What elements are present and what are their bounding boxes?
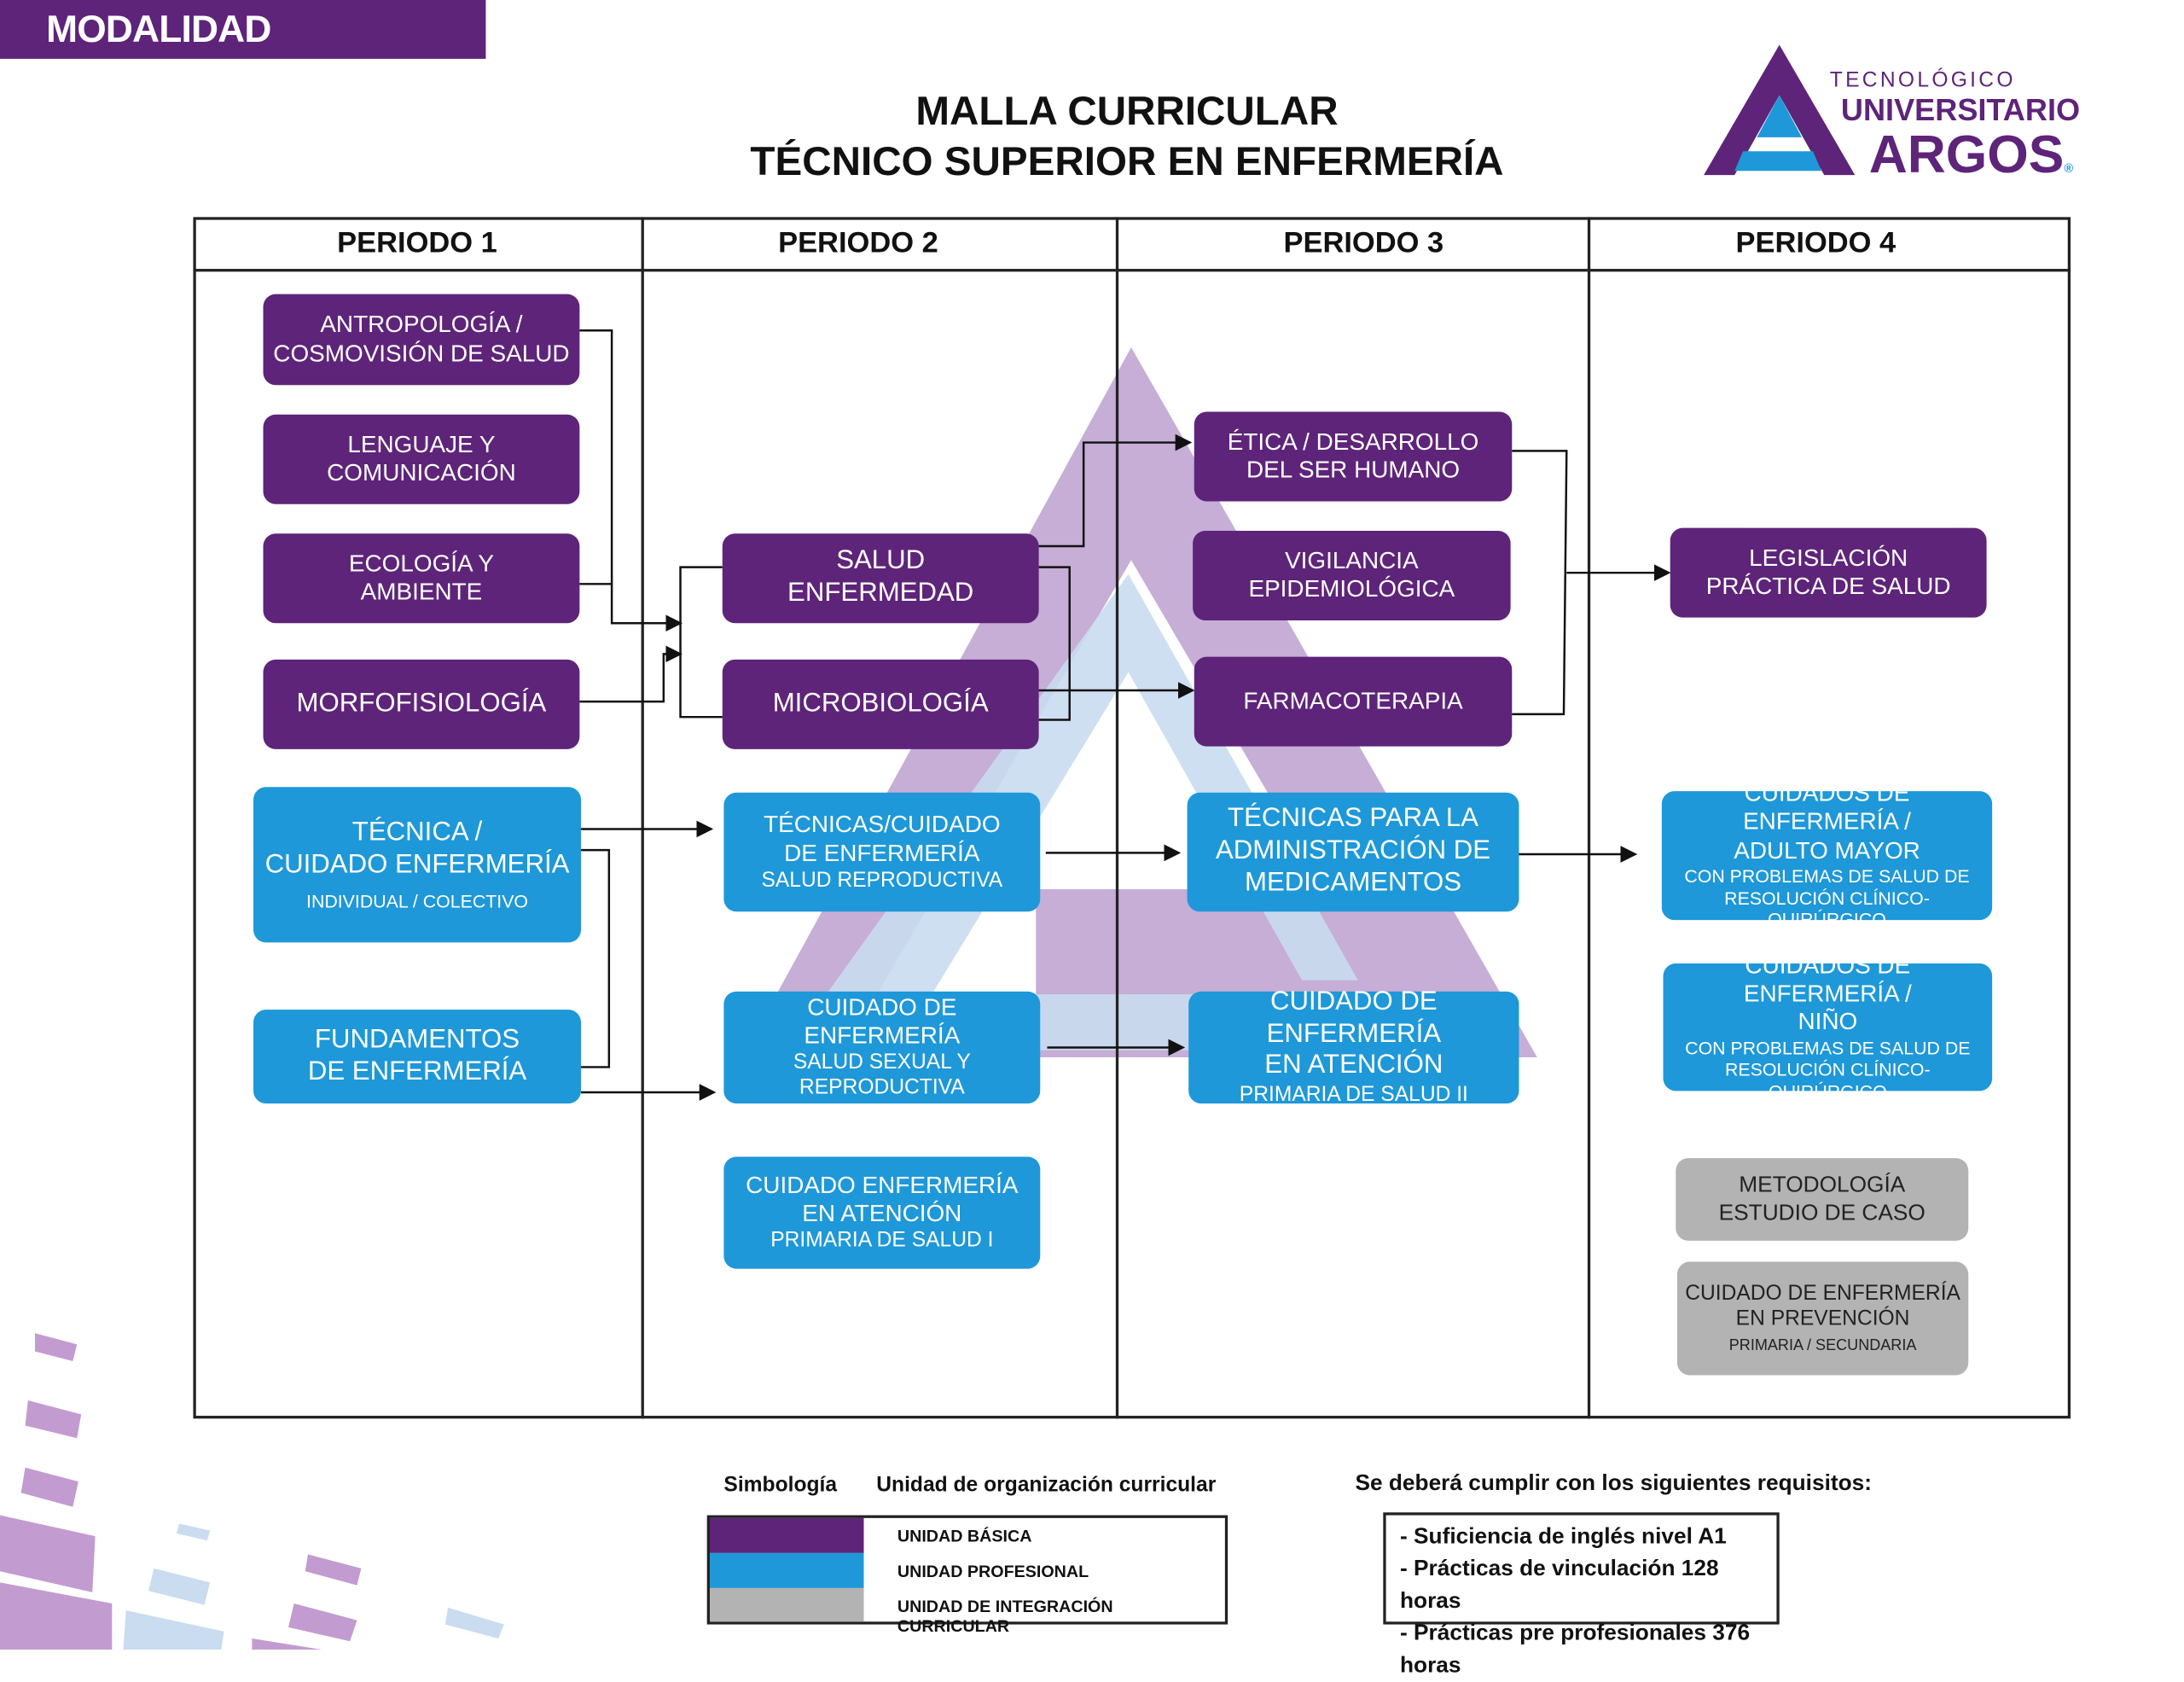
connector — [581, 848, 611, 1068]
connector — [579, 329, 682, 632]
column-divider — [641, 217, 644, 1419]
connector — [1038, 566, 1071, 721]
period-4-header: PERIODO 4 — [1735, 226, 1896, 259]
connector — [1512, 450, 1568, 716]
period-1-header: PERIODO 1 — [337, 226, 497, 259]
requirements-box: - Suficiencia de inglés nivel A1 - Práct… — [1383, 1512, 1780, 1678]
logo-triangle-icon — [1704, 44, 1856, 176]
page-subtitle: TÉCNICO SUPERIOR EN ENFERMERÍA — [750, 140, 1504, 185]
legend-swatch-basic — [709, 1517, 864, 1553]
argos-logo: TECNOLÓGICO UNIVERSITARIO ARGOS® — [1701, 42, 2135, 183]
requirements-title: Se deberá cumplir con los siguientes req… — [1355, 1471, 1872, 1496]
period-3-header: PERIODO 3 — [1283, 226, 1444, 259]
requirement-item: - Prácticas de vinculación 128 horas — [1400, 1557, 1719, 1614]
course-antropologia[interactable]: ANTROPOLOGÍA /COSMOVISIÓN DE SALUD — [263, 294, 580, 386]
logo-line-3: ARGOS® — [1868, 125, 2074, 185]
connector — [579, 645, 682, 703]
requirement-item: - Suficiencia de inglés nivel A1 — [1400, 1525, 1727, 1549]
logo-line-1: TECNOLÓGICO — [1829, 68, 2016, 93]
decorative-stripes — [0, 1333, 362, 1650]
legend-unit-label: Unidad de organización curricular — [876, 1473, 1217, 1498]
legend-item: UNIDAD PROFESIONAL — [897, 1561, 1089, 1581]
legend-swatch-integration — [709, 1587, 864, 1622]
column-divider — [1587, 217, 1590, 1419]
course-microbiologia[interactable]: MICROBIOLOGÍA — [722, 659, 1039, 749]
legend-table: UNIDAD BÁSICA UNIDAD PROFESIONAL UNIDAD … — [706, 1515, 1228, 1636]
header-divider — [193, 269, 2071, 272]
connector — [679, 566, 723, 719]
curriculum-grid — [193, 217, 2071, 1419]
course-morfofisiologia[interactable]: MORFOFISIOLOGÍA — [263, 659, 580, 749]
column-divider — [1115, 217, 1118, 1419]
page-title: MALLA CURRICULAR — [915, 90, 1339, 135]
requirement-item: - Prácticas pre profesionales 376 horas — [1400, 1621, 1751, 1678]
legend-symbol-label: Simbología — [723, 1473, 838, 1498]
legend-item: UNIDAD DE INTEGRACIÓN CURRICULAR — [897, 1596, 1113, 1636]
legend-item: UNIDAD BÁSICA — [897, 1526, 1032, 1546]
connector — [1038, 434, 1193, 548]
legend-swatch-professional — [709, 1552, 864, 1588]
logo-line-2: UNIVERSITARIO — [1840, 92, 2081, 128]
course-farmacoterapia[interactable]: FARMACOTERAPIA — [1194, 656, 1513, 747]
modality-badge: MODALIDAD PRESENCIAL — [0, 0, 486, 109]
period-2-header: PERIODO 2 — [778, 226, 938, 259]
